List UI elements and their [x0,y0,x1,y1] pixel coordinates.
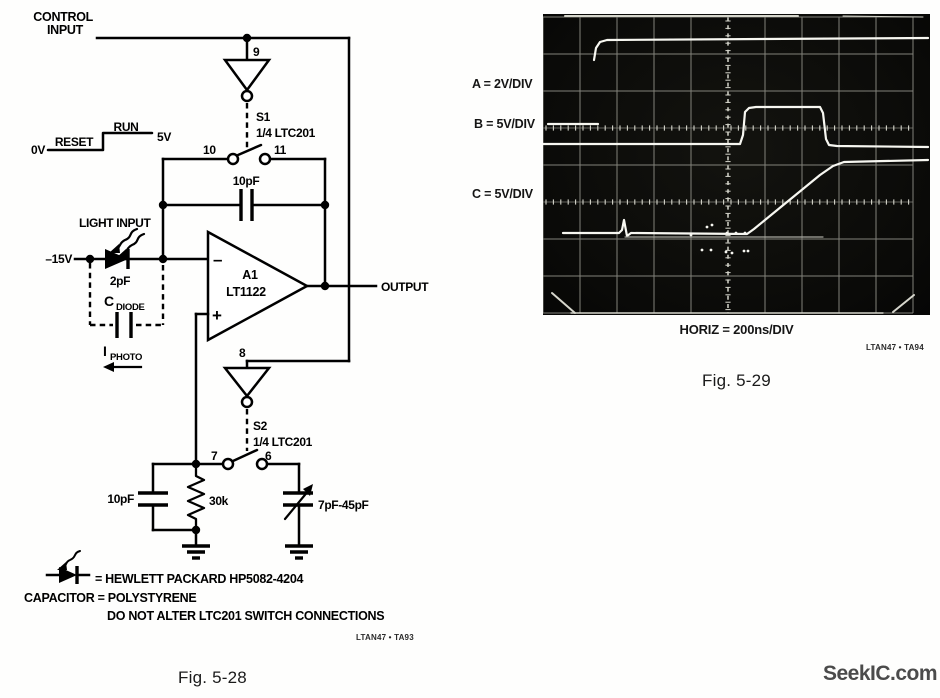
opamp-minus-input: – [213,250,222,269]
opamp-ref-label: A1 [242,268,258,282]
note-hp-diode: = HEWLETT PACKARD HP5082-4204 [95,572,303,586]
scope-dot [689,233,693,237]
fig29-caption: Fig. 5-29 [702,371,771,390]
oscilloscope-photo [541,14,930,315]
cdiode-value-label: 2pF [110,274,130,288]
timing-5v-label: 5V [157,130,171,144]
feedback-capacitor-icon [158,157,330,288]
output-label: OUTPUT [381,280,429,294]
seekic-watermark: SeekIC.com [823,662,938,685]
neg-15v-label: –15V [45,252,72,266]
scope-dot [700,248,704,252]
fig28-credit: LTAN47 • TA93 [356,633,414,642]
switch-s1 [161,143,327,166]
note-capacitor-type: CAPACITOR = POLYSTYRENE [24,591,196,605]
trace-a [592,36,930,62]
channel-a-label: A = 2V/DIV [472,77,533,91]
iphoto-subscript-label: PHOTO [110,352,142,363]
pin-8-label: 8 [239,346,246,360]
channel-b-label: B = 5V/DIV [474,117,535,131]
light-rays-icon [109,227,146,258]
timing-run-label: RUN [114,120,139,134]
cdiode-dashed-box [88,263,165,338]
control-input-label-line1: CONTROL [33,10,93,24]
scope-dot [709,248,713,252]
pin-9-label: 9 [253,45,260,59]
junction-dot [158,254,168,264]
photodiode-icon [73,249,210,269]
opamp-part-label: LT1122 [226,285,266,299]
cdiode-subscript-label: DIODE [116,302,145,313]
horizontal-scale-label: HORIZ = 200ns/DIV [679,322,794,337]
scope-dot [742,249,746,253]
bottom-cap-label: 10pF [107,492,134,506]
feedback-cap-label: 10pF [233,174,260,188]
s1-contact-right [258,152,272,166]
scope-dot [710,223,714,227]
output-wiring [305,281,378,291]
s2-pin-7-label: 7 [211,449,218,463]
reset-run-waveform [46,131,154,152]
resistor-label: 30k [209,494,229,508]
channel-c-label: C = 5V/DIV [472,187,533,201]
s2-arm [231,448,259,463]
s1-contact-left [226,152,240,166]
control-input-label-line2: INPUT [47,23,84,37]
ground-icon-right [285,544,313,560]
bottom-capacitor-icon [138,462,198,532]
ground-icon-left [182,544,210,560]
fig28-caption: Fig. 5-28 [178,668,247,687]
junction-dot [320,200,330,210]
opamp-a1-icon [194,229,310,466]
s2-contact-left [221,457,235,471]
s1-device-label: 1/4 LTC201 [256,126,316,140]
s1-pin-10-label: 10 [203,143,216,157]
scope-dot [730,251,734,255]
scope-dot [724,250,728,254]
light-input-label: LIGHT INPUT [79,216,151,230]
s2-pin-6-label: 6 [265,449,272,463]
scope-dot [743,231,747,235]
switch-s2 [191,448,301,471]
circuit-schematic: CONTROL INPUT 0V RESET RUN 5V 9 10 11 S1… [24,10,430,623]
fig29-credit: LTAN47 • TA94 [866,343,924,352]
scope-dot [746,249,750,253]
s2-device-label: 1/4 LTC201 [253,435,313,449]
s2-name-label: S2 [253,419,268,433]
s1-pin-11-label: 11 [274,143,287,157]
scope-dot [734,231,738,235]
scope-screen [541,15,930,314]
inverter-bottom-icon [222,359,272,451]
junction-dot [85,254,95,264]
trace-c [561,158,930,238]
cdiode-symbol-label: C [104,293,114,309]
control-input-wiring [95,33,351,363]
timing-reset-label: RESET [55,135,94,149]
trace-b [541,105,930,149]
inverter-top-icon [222,36,272,149]
junction-dot [158,200,168,210]
scope-dot [725,231,729,235]
s1-arm [236,143,263,157]
opamp-plus-input: + [212,306,222,325]
variable-capacitor-icon [283,462,313,547]
s1-name-label: S1 [256,110,271,124]
scope-dot [705,225,709,229]
resistor-30k-icon [186,462,206,547]
note-diode-icon [45,550,91,584]
note-ltc201-warning: DO NOT ALTER LTC201 SWITCH CONNECTIONS [107,609,384,623]
s2-contact-right [255,457,269,471]
trim-cap-label: 7pF-45pF [318,498,369,512]
timing-0v-label: 0V [31,143,45,157]
iphoto-symbol-label: I [103,343,107,359]
iphoto-arrow-icon [103,362,143,372]
junction-dot [320,281,330,291]
